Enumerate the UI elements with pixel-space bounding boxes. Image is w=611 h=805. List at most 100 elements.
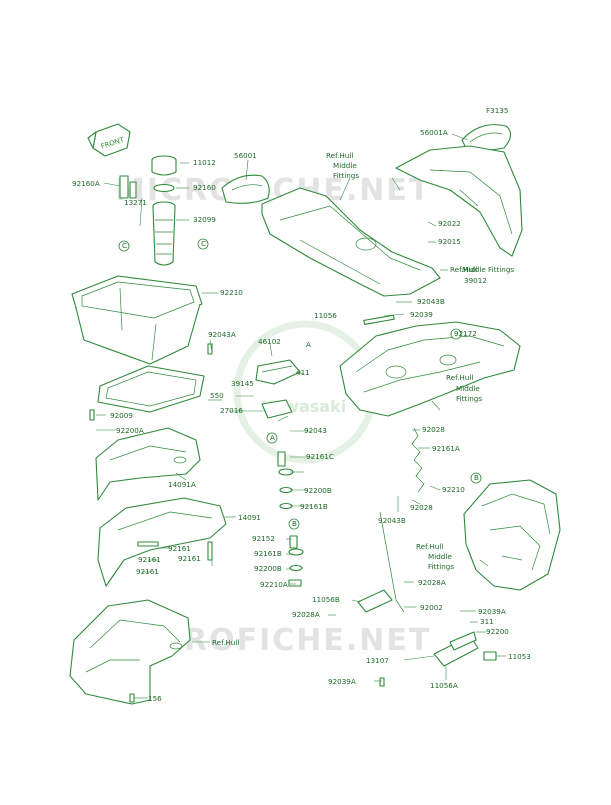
bolt-92039 xyxy=(207,343,213,355)
callout-label: B xyxy=(474,473,479,482)
callout-label: 92039 xyxy=(410,310,433,319)
callout-label: 92210 xyxy=(442,485,465,494)
callout-label: 92161 xyxy=(168,544,191,553)
hull-lower-front xyxy=(69,599,191,705)
side-panel-right xyxy=(395,145,523,257)
callout-label: C xyxy=(201,239,206,248)
callout-label: 13107 xyxy=(366,656,389,665)
callout-label: 92161A xyxy=(432,444,460,453)
bolt-11056 xyxy=(363,314,395,325)
callout-label: Middle xyxy=(333,161,357,170)
callout-label: 92015 xyxy=(438,237,461,246)
callout-label: 92161 xyxy=(178,554,201,563)
bolt-92009 xyxy=(89,409,95,421)
callout-label: Ref.Hull xyxy=(450,265,477,274)
bracket-92160A xyxy=(119,175,137,199)
callout-label: 92200A xyxy=(116,426,144,435)
latch-13107 xyxy=(433,631,497,667)
callout-label: 92161 xyxy=(138,555,161,564)
callout-label: 14091A xyxy=(168,480,196,489)
callout-label: Ref.Hull xyxy=(212,638,239,647)
callout-label: F3135 xyxy=(486,106,508,115)
callout-label: 92028 xyxy=(422,425,445,434)
oring-92160 xyxy=(153,183,175,193)
deck-cover xyxy=(261,187,441,297)
callout-label: Ref.Hull xyxy=(446,373,473,382)
callout-labels: F313556001ARef.HullMiddleFittings5600111… xyxy=(72,106,531,703)
spring-92161A xyxy=(411,427,425,493)
callout-label: Middle Fittings xyxy=(462,265,514,274)
callout-label: 92210 xyxy=(220,288,243,297)
callout-label: 11012 xyxy=(193,158,216,167)
callout-label: 92161C xyxy=(306,452,334,461)
tube-32099 xyxy=(152,201,176,266)
callout-label: 27016 xyxy=(220,406,243,415)
callout-label: 39012 xyxy=(464,276,487,285)
bracket-92172 xyxy=(255,359,301,385)
callout-label: 92160 xyxy=(193,183,216,192)
gasket-39145 xyxy=(97,365,205,413)
callout-label: 11056 xyxy=(314,311,337,320)
callout-label: 92043B xyxy=(417,297,445,306)
callout-label: 13271 xyxy=(124,198,147,207)
callout-label: 92161B xyxy=(300,502,328,511)
bolt-92039A-bottom xyxy=(379,677,385,687)
callout-label: 92043A xyxy=(208,330,236,339)
callout-label: 92200 xyxy=(486,627,509,636)
callout-label: 92200B xyxy=(254,564,282,573)
callout-label: 92022 xyxy=(438,219,461,228)
callout-label: 92210A xyxy=(260,580,288,589)
cable-92002 xyxy=(379,511,405,613)
latch-11056B xyxy=(357,589,393,613)
callout-label: 92161B xyxy=(254,549,282,558)
hatch-14091 xyxy=(97,497,227,587)
callout-label: 550 xyxy=(210,391,224,400)
callout-label: 32099 xyxy=(193,215,216,224)
callout-label: B xyxy=(292,519,297,528)
callout-label: Fittings xyxy=(428,562,454,571)
callout-label: A xyxy=(306,340,311,349)
hull-rear-right xyxy=(463,479,561,591)
callout-label: 411 xyxy=(296,368,310,377)
callout-label: 92028 xyxy=(410,503,433,512)
callout-label: 11056A xyxy=(430,681,458,690)
callout-label: Middle xyxy=(428,552,452,561)
callout-label: 46102 xyxy=(258,337,281,346)
callout-label: 92152 xyxy=(252,534,275,543)
callout-label: Ref.Hull xyxy=(416,542,443,551)
callout-label: 92160A xyxy=(72,179,100,188)
callout-label: 92028A xyxy=(418,578,446,587)
callout-label: 92039A xyxy=(328,677,356,686)
callout-label: 311 xyxy=(480,617,494,626)
washer-stack xyxy=(277,451,304,587)
callout-label: 56001A xyxy=(420,128,448,137)
callout-label: 92028A xyxy=(292,610,320,619)
callout-label: 92002 xyxy=(420,603,443,612)
callout-label: Fittings xyxy=(333,171,359,180)
callout-label: Fittings xyxy=(456,394,482,403)
callout-label: 92161 xyxy=(136,567,159,576)
cover-56001 xyxy=(221,174,270,204)
callout-label: 56001 xyxy=(234,151,257,160)
callout-label: 92009 xyxy=(110,411,133,420)
callout-label: 92172 xyxy=(454,329,477,338)
bolt-156 xyxy=(129,693,135,703)
callout-label: 14091 xyxy=(238,513,261,522)
callout-label: 92043 xyxy=(304,426,327,435)
callout-label: Ref.Hull xyxy=(326,151,353,160)
filler-cap xyxy=(151,155,177,176)
frame-46102 xyxy=(339,321,521,417)
callout-label: A xyxy=(270,433,275,442)
callout-label: Middle xyxy=(456,384,480,393)
storage-bin-39012 xyxy=(71,275,203,365)
callout-label: C xyxy=(122,241,127,250)
bracket-27016 xyxy=(261,399,293,419)
reference-markers xyxy=(118,238,482,530)
callout-label: 11053 xyxy=(508,652,531,661)
callout-label: 11056B xyxy=(312,595,340,604)
leader-lines xyxy=(96,133,506,699)
callout-label: 92039A xyxy=(478,607,506,616)
callout-label: 39145 xyxy=(231,379,254,388)
